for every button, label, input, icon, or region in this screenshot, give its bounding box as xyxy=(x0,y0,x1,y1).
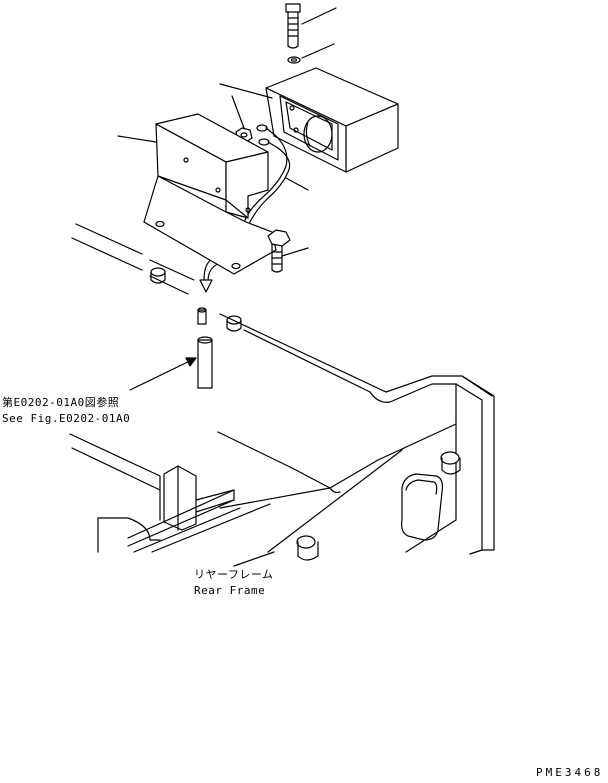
reference-arrow xyxy=(129,357,197,391)
top-bolt xyxy=(285,3,301,49)
rear-frame-label-en: Rear Frame xyxy=(194,584,266,597)
terminals xyxy=(256,124,279,149)
drawing-code: PME3468 xyxy=(536,766,604,779)
reference-arrowhead xyxy=(185,357,197,367)
stud xyxy=(197,307,207,325)
leader-line-rear-frame xyxy=(233,551,275,567)
leader-line-washer xyxy=(301,43,335,59)
upper-rails xyxy=(71,223,195,295)
leader-line-box xyxy=(219,83,273,99)
leader-line-bracket xyxy=(117,135,157,143)
rear-frame xyxy=(69,313,495,561)
washer xyxy=(287,56,301,64)
lamp-box xyxy=(265,67,399,173)
reference-label-en: See Fig.E0202-01A0 xyxy=(2,412,131,425)
leader-line-bolt xyxy=(301,7,337,25)
mounting-bolt xyxy=(267,229,291,273)
leader-line-nut xyxy=(231,95,245,129)
bracket xyxy=(143,113,277,275)
reference-part xyxy=(197,336,213,389)
reference-label-ja: 第E0202-01A0図参照 xyxy=(2,396,120,409)
leader-line-harness xyxy=(285,177,309,191)
leader-line-mounting-bolt xyxy=(281,247,309,257)
rear-frame-label-ja: リヤーフレーム xyxy=(194,568,274,581)
